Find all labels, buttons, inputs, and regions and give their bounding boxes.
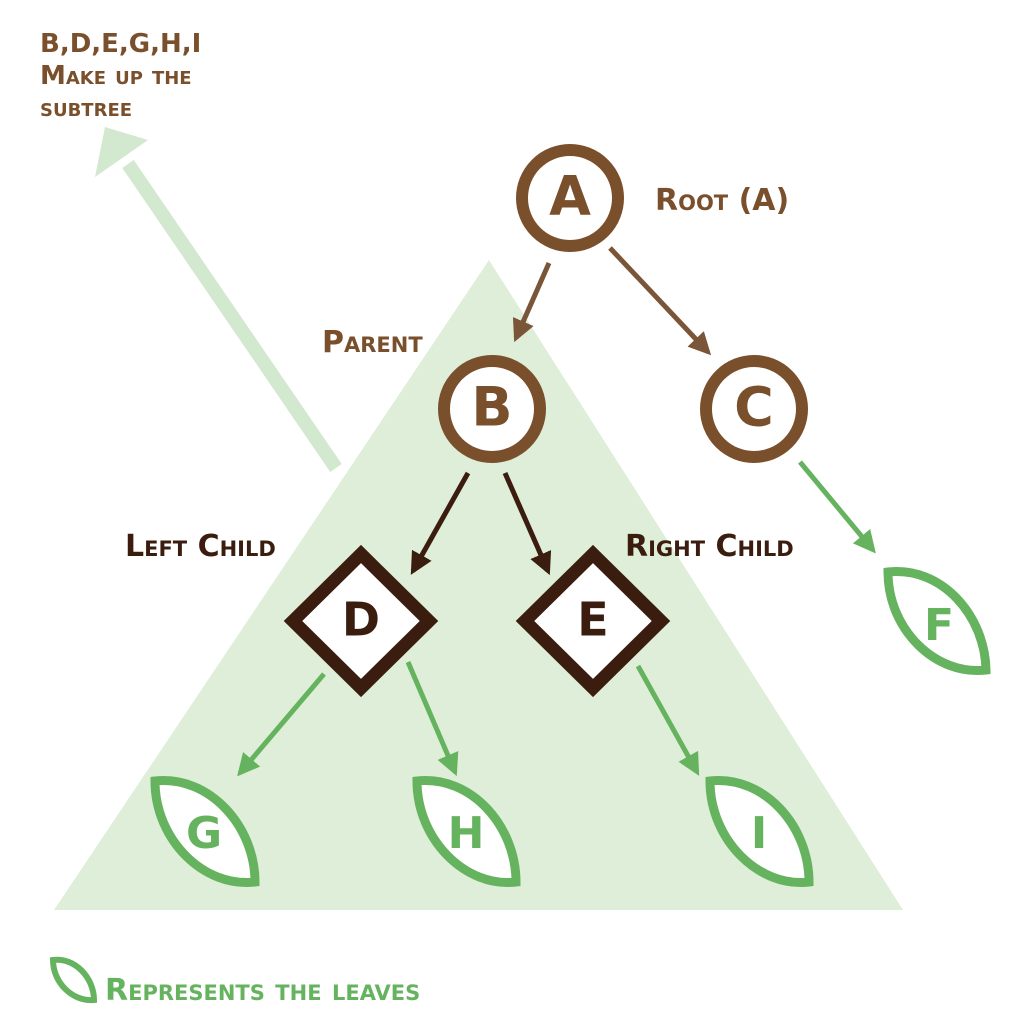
node-c-label: C [734, 376, 774, 439]
edge-d-g [237, 672, 326, 777]
node-e-label: E [577, 593, 608, 647]
subtree-triangle [54, 260, 903, 910]
leaf-i: I [705, 776, 814, 887]
node-b: B [438, 355, 546, 463]
node-b-label: B [471, 376, 512, 439]
leaf-f: F [883, 567, 991, 675]
legend-text: Represents the leaves [105, 973, 420, 1008]
leaf-f-label: F [924, 600, 954, 651]
subtree-note-line1: B,D,E,G,H,I [40, 29, 201, 59]
edge-b-d [410, 471, 471, 575]
right-child-label: Right Child [625, 529, 794, 564]
leaf-h: H [412, 776, 521, 887]
subtree-arrow [95, 127, 342, 472]
edge-d-h [405, 661, 459, 777]
legend: Represents the leaves [49, 956, 420, 1008]
leaf-i-label: I [751, 808, 767, 859]
edge-a-b [512, 261, 552, 343]
node-c: C [700, 355, 808, 463]
leaf-icon [49, 956, 98, 1004]
edge-a-c [608, 246, 712, 356]
subtree-note-line2: Make up the [40, 61, 192, 91]
subtree-note-line3: subtree [40, 93, 132, 123]
left-child-label: Left Child [125, 529, 276, 564]
leaf-h-label: H [448, 808, 485, 859]
edge-b-e [502, 471, 552, 576]
node-d-label: D [342, 593, 380, 647]
parent-label: Parent [322, 325, 423, 360]
edge-e-i [635, 664, 700, 776]
root-label: Root (A) [655, 183, 789, 218]
leaf-g-label: G [186, 808, 222, 859]
edge-c-f [798, 460, 876, 554]
node-a: A [516, 144, 624, 252]
node-e: E [515, 544, 671, 698]
node-a-label: A [549, 165, 591, 228]
node-d: D [283, 544, 439, 698]
leaf-g: G [150, 776, 260, 887]
